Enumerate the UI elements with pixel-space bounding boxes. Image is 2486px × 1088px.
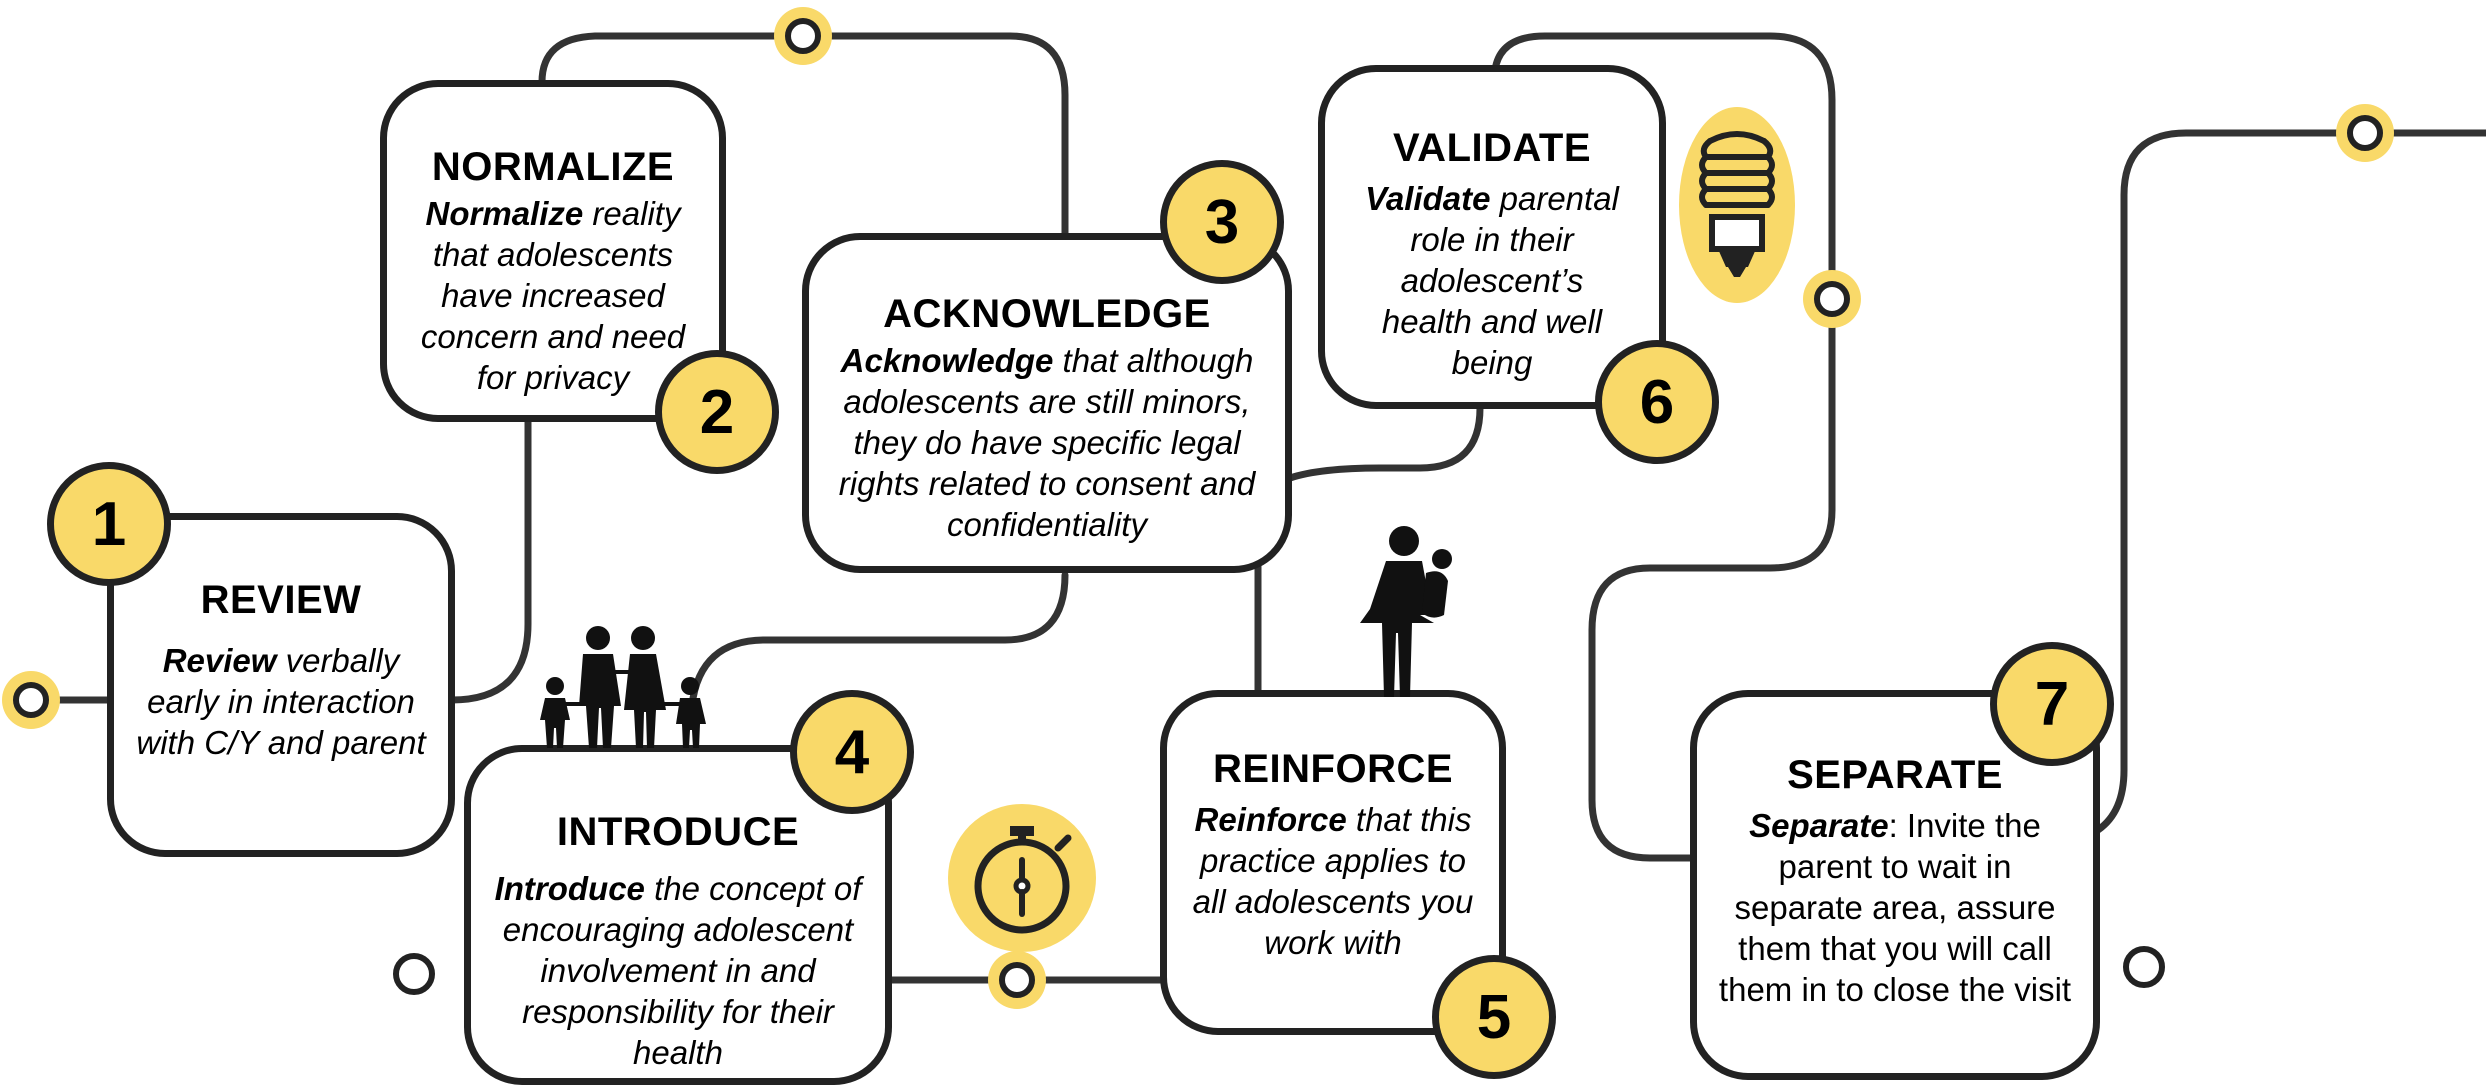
step-number-badge-4: 4 [790, 690, 914, 814]
step-keyword: Reinforce [1194, 801, 1347, 838]
step-keyword: Review [162, 642, 277, 679]
step-text: : Invite the parent to wait in separate … [1718, 807, 2072, 1008]
step-description: Acknowledge that although adolescents ar… [822, 340, 1272, 545]
step-text: that this practice applies to all adoles… [1192, 801, 1474, 961]
path-node [2, 671, 60, 729]
step-card-normalize: NORMALIZE Normalize reality that adolesc… [380, 80, 726, 422]
path-node [2115, 938, 2173, 996]
step-title: NORMALIZE [431, 145, 675, 189]
step-number-badge-1: 1 [47, 462, 171, 586]
step-title: REVIEW [200, 578, 362, 622]
family-icon [540, 626, 706, 748]
step-title: VALIDATE [1392, 126, 1592, 170]
step-keyword: Introduce [494, 870, 645, 907]
step-title: REINFORCE [1212, 747, 1454, 791]
step-text: verbally early in interaction with C/Y a… [136, 642, 426, 761]
step-keyword: Validate [1365, 180, 1491, 217]
step-number-badge-5: 5 [1432, 955, 1556, 1079]
path-node [2336, 104, 2394, 162]
step-description: Introduce the concept of encouraging ado… [478, 868, 878, 1073]
step-number-badge-2: 2 [655, 350, 779, 474]
step-text: parental role in their adolescent’s heal… [1381, 180, 1619, 381]
step-card-separate: SEPARATE Separate: Invite the parent to … [1690, 690, 2100, 1080]
step-number-badge-7: 7 [1990, 642, 2114, 766]
path-node [385, 945, 443, 1003]
step-number-badge-3: 3 [1160, 160, 1284, 284]
step-text: that although adolescents are still mino… [838, 342, 1256, 543]
stopwatch-icon [948, 804, 1096, 952]
step-description: Separate: Invite the parent to wait in s… [1715, 805, 2075, 1010]
step-keyword: Normalize [425, 195, 584, 232]
parent-with-child-icon [1360, 526, 1452, 697]
path-node [1803, 270, 1861, 328]
step-text: the concept of encouraging adolescent in… [502, 870, 862, 1071]
step-title: INTRODUCE [556, 810, 800, 854]
step-card-review: REVIEW Review verbally early in interact… [107, 513, 455, 857]
lightbulb-icon [1679, 107, 1795, 303]
step-description: Validate parental role in their adolesce… [1352, 178, 1632, 383]
step-title: SEPARATE [1787, 753, 2003, 797]
step-text: reality that adolescents have increased … [420, 195, 686, 396]
step-description: Review verbally early in interaction wit… [136, 640, 426, 763]
step-card-acknowledge: ACKNOWLEDGE Acknowledge that although ad… [802, 233, 1292, 573]
path-node [774, 7, 832, 65]
step-keyword: Separate [1749, 807, 1889, 844]
step-keyword: Acknowledge [840, 342, 1054, 379]
step-description: Normalize reality that adolescents have … [408, 193, 698, 398]
step-card-validate: VALIDATE Validate parental role in their… [1318, 65, 1666, 409]
step-description: Reinforce that this practice applies to … [1183, 799, 1483, 963]
path-node [988, 951, 1046, 1009]
step-number-badge-6: 6 [1595, 340, 1719, 464]
step-title: ACKNOWLEDGE [883, 292, 1211, 336]
